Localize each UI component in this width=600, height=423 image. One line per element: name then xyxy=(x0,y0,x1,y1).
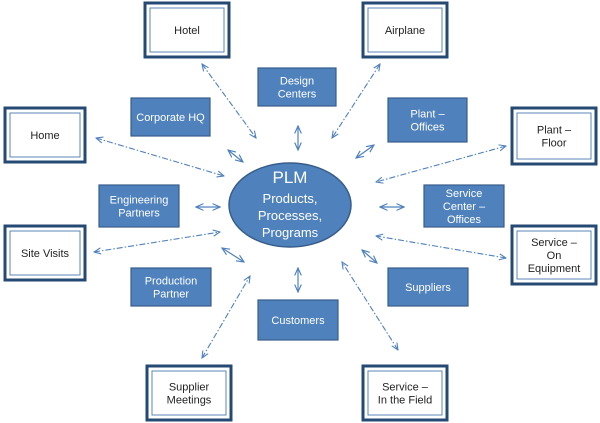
center-line-2: Products, xyxy=(263,191,318,206)
inner-node-plant-offices: Plant –Offices xyxy=(387,97,468,143)
dashed-connector-3 xyxy=(96,138,224,176)
inner-node-design-centers-label-line-2: Centers xyxy=(278,89,317,101)
center-line-3: Processes, xyxy=(258,208,322,223)
center-line-4: Programs xyxy=(262,225,319,240)
outer-node-service-field-label-line-2: In the Field xyxy=(378,395,432,407)
outer-node-site-visits: Site Visits xyxy=(3,224,87,282)
dashed-connector-8 xyxy=(342,262,398,350)
inner-node-design-centers-label-line-1: Design xyxy=(280,76,314,88)
dashed-connector-7 xyxy=(202,276,250,358)
solid-connector-2 xyxy=(228,150,243,162)
outer-node-site-visits-label-line-1: Site Visits xyxy=(21,248,70,260)
connectors xyxy=(94,64,506,358)
dashed-connector-6 xyxy=(376,236,506,258)
center-line-1: PLM xyxy=(273,168,308,187)
dashed-connector-5 xyxy=(94,232,220,252)
inner-node-customers-label-line-1: Customers xyxy=(271,315,325,327)
outer-node-airplane: Airplane xyxy=(361,1,449,59)
outer-node-service-equipment-label-line-3: Equipment xyxy=(528,263,581,275)
inner-node-corporate-hq: Corporate HQ xyxy=(130,97,211,137)
dashed-connector-1 xyxy=(202,64,256,138)
outer-node-service-equipment-label-line-1: Service – xyxy=(531,237,578,249)
outer-node-airplane-label-line-1: Airplane xyxy=(385,25,425,37)
outer-node-plant-floor-label-line-1: Plant – xyxy=(537,125,572,137)
dashed-connector-2 xyxy=(332,64,380,138)
inner-node-production-partner-label-line-1: Production xyxy=(145,276,198,288)
outer-node-plant-floor-label-line-2: Floor xyxy=(541,138,566,150)
solid-connector-6 xyxy=(222,248,244,262)
outer-node-service-field-label-line-1: Service – xyxy=(382,382,429,394)
inner-node-customers: Customers xyxy=(257,299,339,341)
inner-node-engineering-partners-label-line-2: Partners xyxy=(118,208,160,220)
outer-node-supplier-meetings-label-line-2: Meetings xyxy=(167,395,212,407)
inner-node-engineering-partners-label-line-1: Engineering xyxy=(110,195,169,207)
inner-node-suppliers-label-line-1: Suppliers xyxy=(405,282,451,294)
solid-connector-7 xyxy=(362,250,377,263)
inner-node-service-center-offices-label-line-2: Center – xyxy=(443,201,486,213)
outer-node-plant-floor: Plant –Floor xyxy=(510,106,598,166)
inner-node-suppliers: Suppliers xyxy=(387,267,469,307)
inner-node-plant-offices-label-line-2: Offices xyxy=(410,122,445,134)
inner-node-service-center-offices-label-line-3: Offices xyxy=(447,214,482,226)
outer-node-home-label-line-1: Home xyxy=(30,130,59,142)
outer-node-home: Home xyxy=(3,106,87,164)
inner-node-corporate-hq-label-line-1: Corporate HQ xyxy=(136,112,205,124)
inner-node-production-partner-label-line-2: Partner xyxy=(153,289,189,301)
outer-node-supplier-meetings-label-line-1: Supplier xyxy=(169,382,210,394)
inner-node-plant-offices-label-line-1: Plant – xyxy=(410,109,445,121)
plm-center: PLM Products, Processes, Programs xyxy=(228,162,352,248)
solid-connector-3 xyxy=(356,145,374,158)
inner-node-service-center-offices-label-line-1: Service xyxy=(446,188,483,200)
outer-node-service-field: Service –In the Field xyxy=(361,364,449,422)
outer-node-hotel: Hotel xyxy=(143,1,231,59)
outer-node-service-equipment-label-line-2: On xyxy=(547,250,562,262)
outer-node-hotel-label-line-1: Hotel xyxy=(174,25,200,37)
dashed-connector-4 xyxy=(376,146,506,182)
